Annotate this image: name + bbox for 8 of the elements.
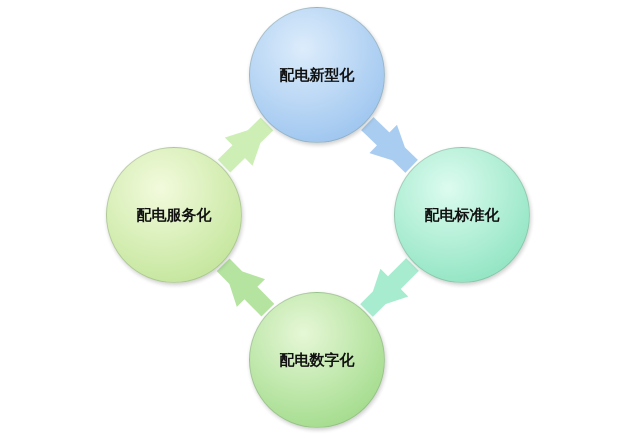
- block-arrow: [216, 258, 274, 316]
- block-arrow: [218, 118, 274, 172]
- node-label: 配电服务化: [136, 206, 212, 224]
- node-label: 配电数字化: [280, 350, 354, 370]
- node-label: 配电新型化: [280, 66, 354, 84]
- block-arrow: [360, 258, 419, 317]
- block-arrow: [361, 117, 418, 173]
- node-label: 配电标准化: [424, 206, 500, 224]
